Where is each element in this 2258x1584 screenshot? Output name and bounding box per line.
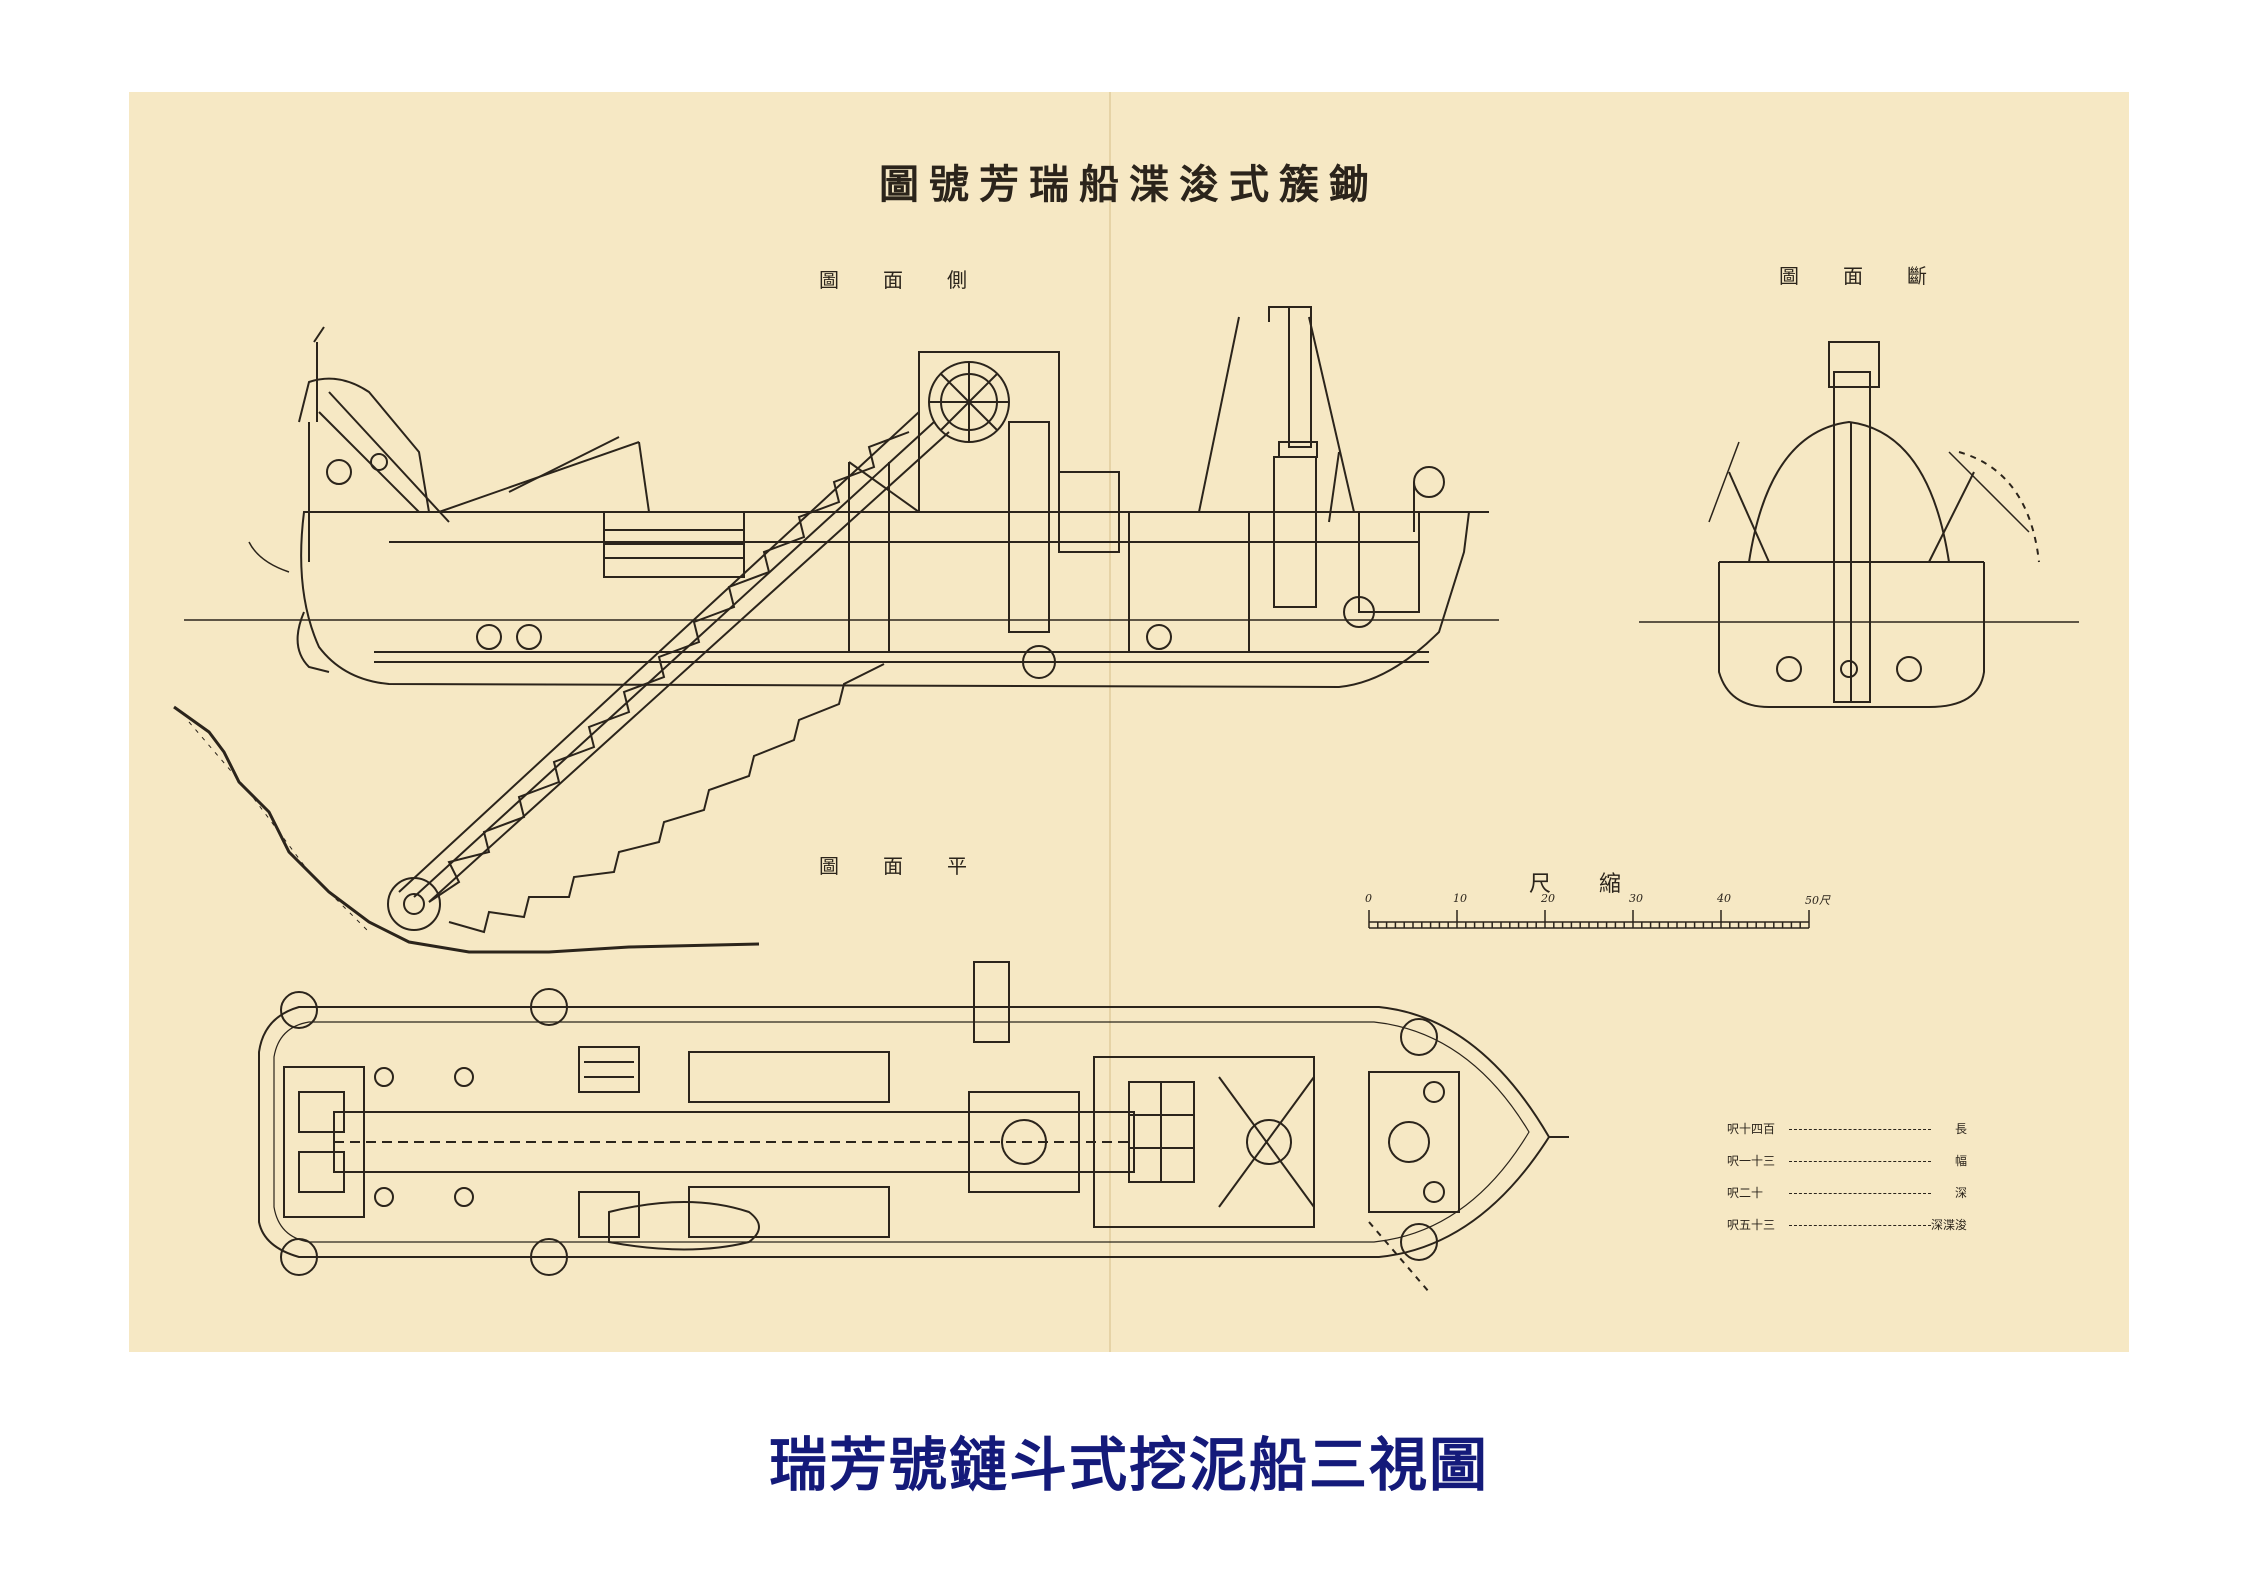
scale-title: 尺縮 bbox=[1529, 872, 1670, 897]
spec-value: 呎十四百 bbox=[1727, 1122, 1776, 1136]
spec-key: 長 bbox=[1954, 1122, 1967, 1136]
plate-title: 圖號芳瑞船渫浚式簇鋤 bbox=[879, 161, 1379, 208]
spec-row-length: 呎十四百 長 bbox=[1727, 1120, 1967, 1138]
spec-row-depth: 呎二十 深 bbox=[1727, 1184, 1967, 1202]
blueprint-drawing bbox=[173, 306, 2079, 1293]
plan-view-label: 圖面平 bbox=[819, 854, 1011, 878]
page-fold bbox=[1109, 92, 1111, 1352]
spec-value: 呎五十三 bbox=[1727, 1218, 1776, 1232]
blueprint-plate: 圖號芳瑞船渫浚式簇鋤 圖面側 圖面斷 圖面平 尺縮 0 10 20 30 40 50尺 呎… bbox=[129, 92, 2129, 1352]
scale-tick-label: 30 bbox=[1629, 892, 1643, 905]
spec-value: 呎一十三 bbox=[1727, 1154, 1776, 1168]
side-elevation-label: 圖面側 bbox=[819, 268, 1011, 292]
scale-tick-label: 20 bbox=[1541, 892, 1555, 905]
spec-row-beam: 呎一十三 幅 bbox=[1727, 1152, 1967, 1170]
spec-key: 深渫浚 bbox=[1930, 1218, 1967, 1232]
scale-tick-label: 50尺 bbox=[1805, 894, 1830, 907]
side-elevation bbox=[184, 306, 1499, 934]
spec-key: 幅 bbox=[1954, 1154, 1967, 1168]
section-view bbox=[1639, 341, 2079, 708]
scale-tick-label: 10 bbox=[1453, 892, 1467, 905]
spec-key: 深 bbox=[1954, 1186, 1967, 1200]
scale-bar bbox=[1368, 910, 1810, 929]
scale-tick-label: 0 bbox=[1365, 892, 1372, 905]
plan-view bbox=[258, 961, 1569, 1293]
scale-tick-label: 40 bbox=[1717, 892, 1731, 905]
figure-caption: 瑞芳號鏈斗式挖泥船三視圖 bbox=[768, 1431, 1489, 1499]
section-view-label: 圖面斷 bbox=[1779, 264, 1971, 288]
spec-row-dredge-depth: 呎五十三 深渫浚 bbox=[1727, 1216, 1967, 1234]
spec-value: 呎二十 bbox=[1727, 1186, 1764, 1200]
